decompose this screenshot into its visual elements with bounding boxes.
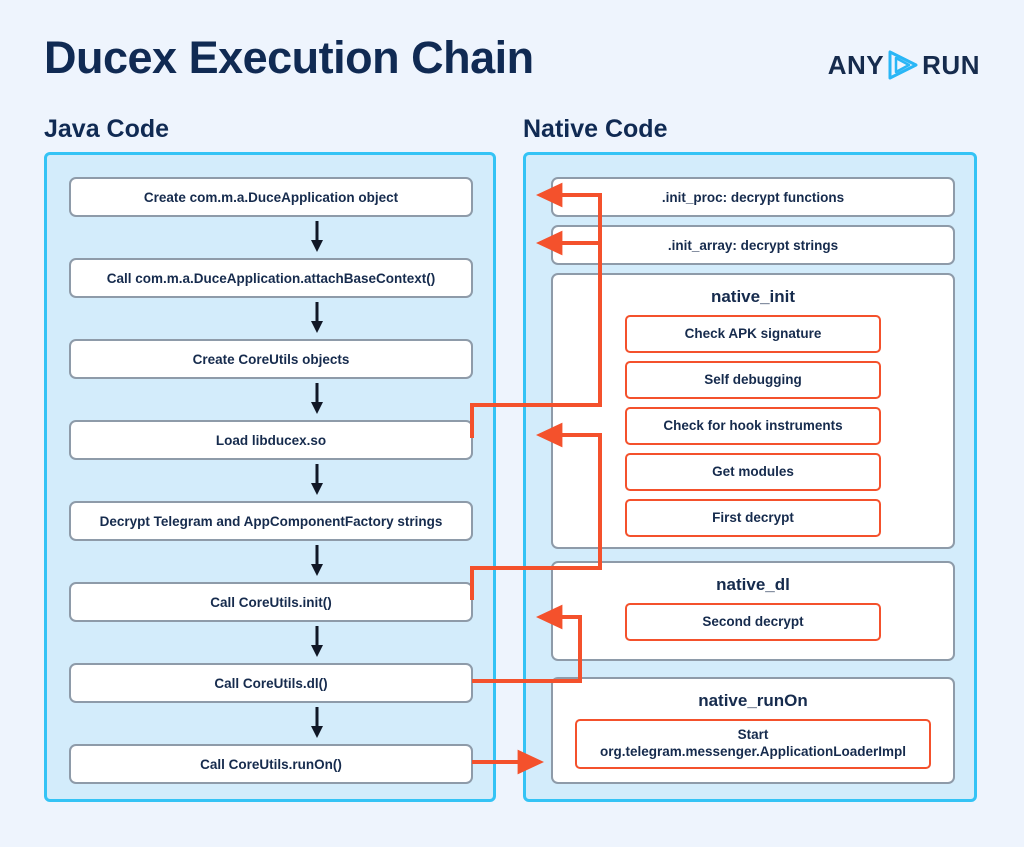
flow-arrow-down-5 <box>311 545 323 576</box>
java-step-7[interactable]: Call CoreUtils.dl() <box>69 663 473 703</box>
native-group-native-runon: native_runOn Start org.telegram.messenge… <box>551 677 955 784</box>
panel-native-code: .init_proc: decrypt functions .init_arra… <box>523 152 977 802</box>
flow-arrow-down-2 <box>311 302 323 333</box>
flow-arrow-down-6 <box>311 626 323 657</box>
java-step-5[interactable]: Decrypt Telegram and AppComponentFactory… <box>69 501 473 541</box>
native-init-item-2[interactable]: Self debugging <box>625 361 881 399</box>
java-step-6[interactable]: Call CoreUtils.init() <box>69 582 473 622</box>
panel-java-code: Create com.m.a.DuceApplication object Ca… <box>44 152 496 802</box>
flow-arrow-down-3 <box>311 383 323 414</box>
flow-arrow-down-7 <box>311 707 323 738</box>
java-step-2[interactable]: Call com.m.a.DuceApplication.attachBaseC… <box>69 258 473 298</box>
group-title-native-init: native_init <box>710 287 796 306</box>
native-init-item-4[interactable]: Get modules <box>625 453 881 491</box>
java-step-4[interactable]: Load libducex.so <box>69 420 473 460</box>
anyrun-logo: ANY RUN <box>828 48 980 82</box>
native-step-init-proc[interactable]: .init_proc: decrypt functions <box>551 177 955 217</box>
page-title: Ducex Execution Chain <box>44 32 534 83</box>
native-runon-item-1[interactable]: Start org.telegram.messenger.Application… <box>575 719 931 769</box>
native-init-item-1[interactable]: Check APK signature <box>625 315 881 353</box>
group-title-native-runon: native_runOn <box>698 691 808 710</box>
java-step-3[interactable]: Create CoreUtils objects <box>69 339 473 379</box>
native-group-native-dl: native_dl Second decrypt <box>551 561 955 661</box>
native-init-item-5[interactable]: First decrypt <box>625 499 881 537</box>
flow-arrow-down-1 <box>311 221 323 252</box>
group-title-native-dl: native_dl <box>716 575 790 594</box>
logo-text-run: RUN <box>922 50 980 80</box>
native-step-init-array[interactable]: .init_array: decrypt strings <box>551 225 955 265</box>
logo-text-any: ANY <box>827 50 885 80</box>
column-heading-java: Java Code <box>44 115 170 143</box>
native-dl-item-1[interactable]: Second decrypt <box>625 603 881 641</box>
java-step-1[interactable]: Create com.m.a.DuceApplication object <box>69 177 473 217</box>
native-init-item-3[interactable]: Check for hook instruments <box>625 407 881 445</box>
java-step-8[interactable]: Call CoreUtils.runOn() <box>69 744 473 784</box>
column-heading-native: Native Code <box>523 115 668 143</box>
play-triangle-icon <box>888 50 918 80</box>
flow-arrow-down-4 <box>311 464 323 495</box>
native-group-native-init: native_init Check APK signature Self deb… <box>551 273 955 549</box>
